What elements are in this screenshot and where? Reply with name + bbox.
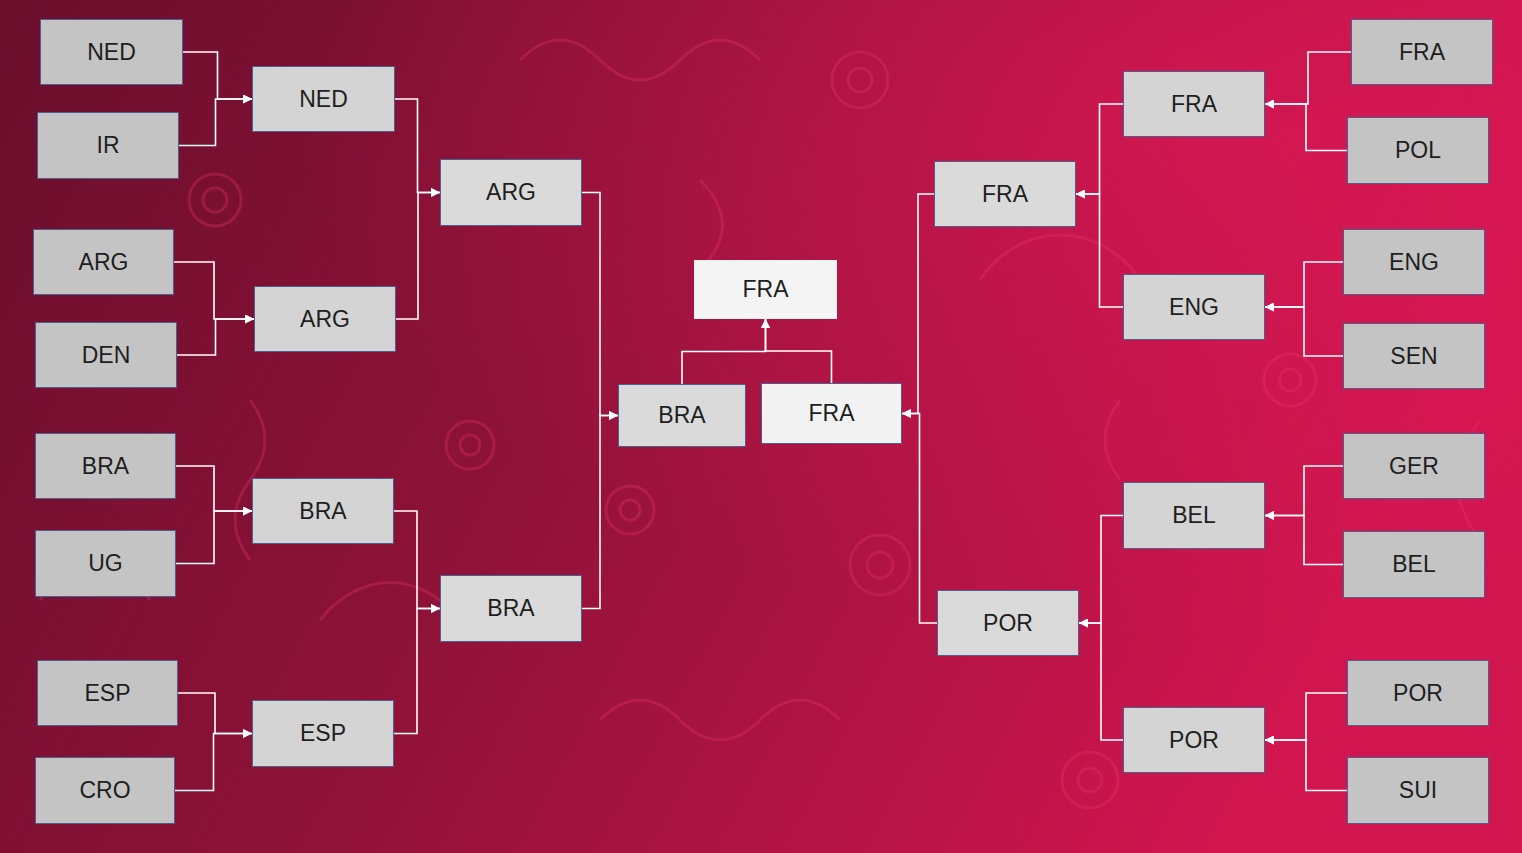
team-name: FRA	[1171, 91, 1217, 117]
team-box: ESP	[252, 700, 394, 767]
bracket-connector	[902, 414, 937, 624]
team-box: NED	[252, 66, 395, 132]
team-box: FRA	[1123, 71, 1265, 137]
team-name: ESP	[300, 720, 346, 746]
team-name: POR	[1169, 727, 1219, 753]
bracket-connector	[1079, 623, 1123, 740]
team-box: GER	[1343, 433, 1485, 499]
bracket-connector	[902, 194, 934, 414]
bracket-connector	[1265, 262, 1343, 307]
team-name: ARG	[486, 179, 536, 205]
bracket-connector	[582, 193, 618, 416]
team-box: POR	[1123, 707, 1265, 773]
team-name: NED	[299, 86, 348, 112]
team-box: BRA	[618, 384, 746, 447]
team-box: DEN	[35, 322, 177, 388]
bracket-connector	[176, 466, 252, 511]
team-box: POR	[1347, 660, 1489, 726]
team-box: ESP	[37, 660, 178, 726]
bracket-connector	[177, 319, 254, 355]
team-name: BRA	[299, 498, 346, 524]
team-name: POR	[1393, 680, 1443, 706]
team-name: IR	[97, 132, 120, 158]
team-name: SEN	[1390, 343, 1437, 369]
team-name: FRA	[982, 181, 1028, 207]
bracket-connector	[175, 734, 252, 791]
team-name: BEL	[1172, 502, 1215, 528]
team-box: BRA	[35, 433, 176, 499]
team-box: POR	[937, 590, 1079, 656]
team-box: ARG	[440, 159, 582, 226]
team-box: BRA	[440, 575, 582, 642]
team-name: DEN	[82, 342, 131, 368]
bracket-connector	[174, 262, 254, 319]
bracket-connector	[1079, 516, 1123, 624]
team-name: BRA	[82, 453, 129, 479]
bracket-connector	[682, 319, 766, 384]
team-box: SUI	[1347, 757, 1489, 824]
team-name: ARG	[300, 306, 350, 332]
team-name: GER	[1389, 453, 1439, 479]
team-name: ENG	[1169, 294, 1219, 320]
team-name: ARG	[79, 249, 129, 275]
bracket-connector	[1076, 104, 1123, 194]
bracket-connector	[1265, 52, 1351, 104]
team-name: SUI	[1399, 777, 1437, 803]
team-name: BEL	[1392, 551, 1435, 577]
team-box: IR	[37, 112, 179, 179]
team-box: UG	[35, 530, 176, 597]
team-box: FRA	[694, 260, 837, 319]
bracket-connector	[394, 511, 440, 609]
team-box: POL	[1347, 117, 1489, 184]
team-box: SEN	[1343, 323, 1485, 389]
bracket-connector	[183, 52, 252, 99]
team-name: NED	[87, 39, 136, 65]
bracket-connector	[1076, 194, 1123, 307]
bracket-connector	[1265, 104, 1347, 151]
team-box: ARG	[254, 286, 396, 352]
team-name: POL	[1395, 137, 1441, 163]
team-box: FRA	[761, 383, 902, 444]
bracket-connector	[1265, 466, 1343, 516]
team-name: ENG	[1389, 249, 1439, 275]
bracket-connector	[394, 609, 440, 734]
team-box: BEL	[1123, 482, 1265, 549]
bracket-connector	[582, 416, 618, 609]
team-name: FRA	[743, 276, 789, 302]
bracket-connector	[396, 193, 440, 320]
bracket-connector	[395, 99, 440, 193]
bracket-connector	[179, 99, 252, 146]
team-box: BRA	[252, 478, 394, 544]
team-name: FRA	[809, 400, 855, 426]
team-box: BEL	[1343, 531, 1485, 598]
bracket-connector	[1265, 693, 1347, 740]
ornament-pattern	[40, 40, 1480, 808]
team-name: BRA	[658, 402, 705, 428]
team-box: ENG	[1123, 274, 1265, 340]
team-box: ARG	[33, 229, 174, 295]
team-box: FRA	[934, 161, 1076, 227]
team-name: CRO	[79, 777, 130, 803]
team-name: POR	[983, 610, 1033, 636]
bracket-connector	[178, 693, 252, 734]
team-name: BRA	[487, 595, 534, 621]
team-box: FRA	[1351, 19, 1493, 85]
team-box: ENG	[1343, 229, 1485, 295]
team-name: FRA	[1399, 39, 1445, 65]
bracket-connector	[1265, 740, 1347, 791]
team-box: NED	[40, 19, 183, 85]
team-name: ESP	[84, 680, 130, 706]
team-name: UG	[88, 550, 123, 576]
bracket-connector	[176, 511, 252, 564]
bracket-connector	[1265, 307, 1343, 356]
team-box: CRO	[35, 757, 175, 824]
bracket-connector	[766, 319, 832, 383]
bracket-connector	[1265, 516, 1343, 565]
